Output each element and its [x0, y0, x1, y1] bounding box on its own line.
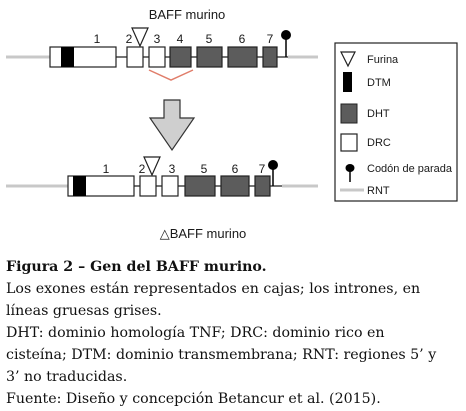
legend-furina-icon — [340, 51, 356, 68]
top-exon-label-1: 1 — [94, 32, 101, 46]
top-exon-2 — [126, 46, 144, 68]
legend-drc-swatch — [340, 133, 358, 152]
bottom-exon-label-2: 2 — [139, 162, 146, 176]
caption-line-5: 3’ no traducidas. — [6, 369, 128, 385]
legend-dtm-label: DTM — [367, 77, 391, 89]
bottom-exon-label-5: 5 — [201, 162, 208, 176]
top-exon-1 — [49, 46, 117, 68]
caption-title: Figura 2 – Gen del BAFF murino. — [6, 259, 267, 275]
caption-line-3: DHT: dominio homología TNF; DRC: dominio… — [6, 325, 385, 341]
caption-line-4: cisteína; DTM: dominio transmembrana; RN… — [6, 347, 437, 363]
bottom-exon-label-7: 7 — [259, 162, 266, 176]
bottom-exon-5 — [184, 175, 216, 197]
top-furina-icon — [131, 27, 149, 48]
top-exon-label-7: 7 — [267, 32, 274, 46]
bottom-exon-6 — [220, 175, 250, 197]
top-exon-label-5: 5 — [206, 32, 213, 46]
caption-line-2: líneas gruesas grises. — [6, 303, 162, 319]
bottom-stop-codon-icon — [268, 160, 278, 170]
legend-stop-codon-icon — [345, 164, 355, 172]
bottom-exon-2 — [139, 175, 157, 197]
legend-dht-label: DHT — [367, 108, 390, 120]
bottom-gene-title: △BAFF murino — [160, 226, 247, 241]
bottom-exon-label-3: 3 — [169, 162, 176, 176]
top-gene: 1 2 3 4 5 6 7 — [6, 27, 318, 81]
legend-rnt-label: RNT — [367, 185, 390, 197]
legend-drc-label: DRC — [367, 137, 391, 149]
legend-dtm-swatch — [343, 72, 352, 92]
bottom-furina-icon — [143, 156, 161, 177]
top-exon-label-4: 4 — [177, 32, 184, 46]
top-stop-codon-icon — [281, 30, 291, 40]
legend-dht-swatch — [340, 103, 358, 124]
bottom-gene: 1 2 3 5 6 7 — [6, 156, 318, 197]
top-exon-3 — [148, 46, 166, 68]
top-exon-6 — [227, 46, 258, 68]
top-exon-label-2: 2 — [126, 32, 133, 46]
legend: Furina DTM DHT DRC Codón de parada RNT — [334, 42, 458, 202]
legend-furina-label: Furina — [367, 54, 399, 66]
legend-stop-label: Codón de parada — [367, 163, 453, 175]
top-exon-5 — [196, 46, 223, 68]
bottom-dtm-block — [73, 176, 86, 196]
top-gene-title: BAFF murino — [149, 7, 226, 22]
down-arrow-icon — [148, 99, 196, 152]
bottom-exon-7 — [254, 175, 271, 197]
top-exon-7 — [262, 46, 278, 68]
bottom-exon-label-1: 1 — [103, 162, 110, 176]
top-exon-label-3: 3 — [154, 32, 161, 46]
top-exon-label-6: 6 — [239, 32, 246, 46]
caption-source: Fuente: Diseño y concepción Betancur et … — [6, 391, 381, 407]
figure-caption: Figura 2 – Gen del BAFF murino. Los exon… — [6, 256, 462, 410]
top-exon-4 — [169, 46, 192, 68]
top-dtm-block — [61, 47, 74, 67]
baff-gene-diagram: BAFF murino 1 2 3 4 5 6 7 — [6, 7, 458, 241]
top-splice-line — [148, 69, 194, 81]
caption-line-1: Los exones están representados en cajas;… — [6, 281, 421, 297]
bottom-exon-3 — [161, 175, 179, 197]
bottom-exon-label-6: 6 — [232, 162, 239, 176]
